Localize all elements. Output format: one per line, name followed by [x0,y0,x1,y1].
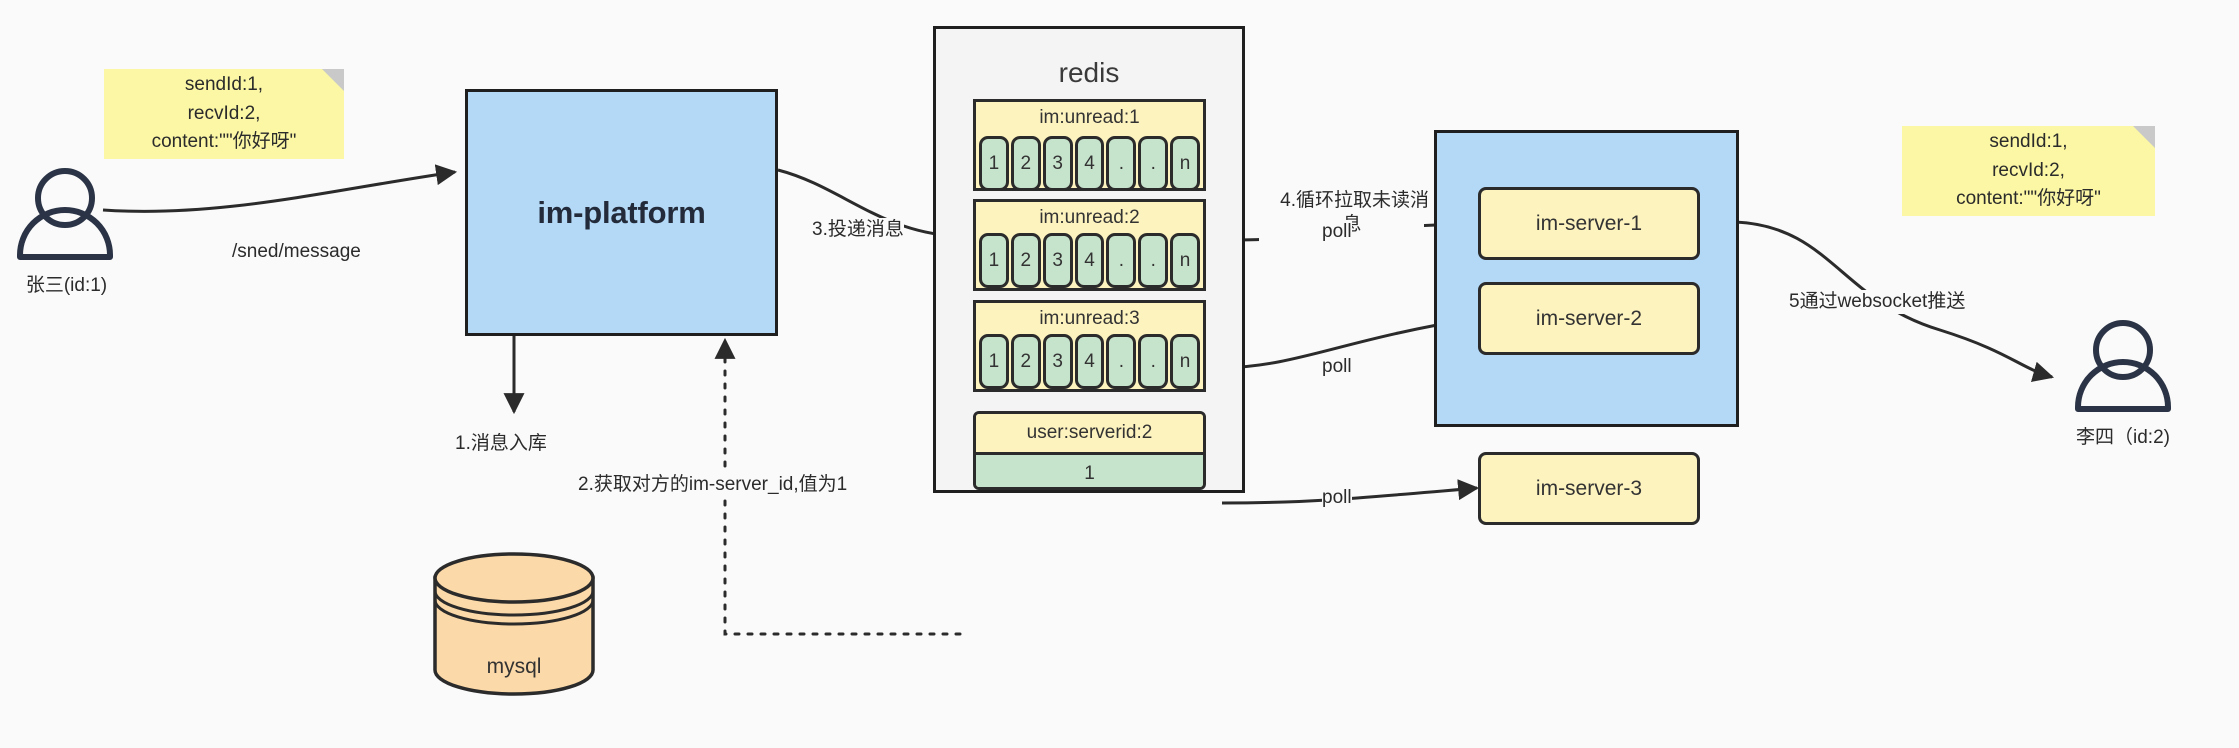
redis-key-label: im:unread:3 [1039,308,1140,329]
im-server-node-2[interactable]: im-server-2 [1478,282,1700,355]
note-left-line3: content:""你好呀" [151,131,297,153]
redis-key-label: im:unread:2 [1039,207,1140,228]
note-fold-corner-icon [322,69,344,91]
redis-cell-row: 1 2 3 4 . . n [979,136,1201,191]
receiver-label: 李四（id:2) [2076,427,2170,448]
edge-label-step5: 5通过websocket推送 [1789,290,1966,314]
redis-cell: 3 [1042,233,1073,288]
edge-poll-2 [1221,310,1480,370]
redis-cell: . [1138,334,1169,389]
redis-key-block-1[interactable]: im:unread:2 1 2 3 4 . . n [973,199,1206,291]
edge-label-step3: 3.投递消息 [812,218,904,242]
redis-key-block-2[interactable]: im:unread:3 1 2 3 4 . . n [973,300,1206,392]
note-left-line2: recvId:2, [187,102,261,124]
im-server-node-3[interactable]: im-server-3 [1478,452,1700,525]
edge-label-step2: 2.获取对方的im-server_id,值为1 [578,473,848,497]
redis-kv-value: 1 [976,452,1203,487]
edge-label-step4-line1: 4.循环拉取未读消 [1280,189,1429,211]
redis-title: redis [1058,57,1120,88]
edge-label-step1: 1.消息入库 [455,432,547,456]
edge-send-message [102,164,458,213]
redis-cell: 1 [979,334,1009,389]
redis-cell: . [1138,233,1169,288]
im-platform-node[interactable]: im-platform [465,89,778,336]
redis-cell: 2 [1010,233,1041,288]
note-right-line2: recvId:2, [1992,159,2065,181]
note-fold-corner-icon [2133,126,2155,148]
edge-fetch-serverid [714,337,962,636]
redis-cell: 2 [1010,136,1041,191]
redis-cell: 1 [979,233,1009,288]
redis-kv-key: user:serverid:2 [976,414,1203,452]
redis-cell: 4 [1074,233,1105,288]
redis-cell: n [1170,136,1201,191]
edge-label-send-message: /sned/message [232,240,361,264]
user-icon [17,168,113,260]
redis-cell: . [1106,233,1137,288]
redis-key-block-0[interactable]: im:unread:1 1 2 3 4 . . n [973,99,1206,191]
redis-cell: . [1106,334,1137,389]
edge-deliver-message [777,168,958,246]
redis-cell: n [1170,334,1201,389]
redis-cell: . [1106,136,1137,191]
redis-cell: 3 [1042,136,1073,191]
redis-kv-block-userserverid[interactable]: user:serverid:2 1 [973,411,1206,490]
redis-cell-row: 1 2 3 4 . . n [979,233,1201,288]
im-server-cluster-container [1434,130,1739,427]
edge-label-poll-2: poll [1322,355,1352,379]
redis-cell: . [1138,136,1169,191]
sticky-note-left: sendId:1, recvId:2, content:""你好呀" [104,69,344,159]
redis-cell: 4 [1074,136,1105,191]
redis-cell: 4 [1074,334,1105,389]
edge-websocket-push [1734,220,2055,382]
note-right-line3: content:""你好呀" [1956,188,2101,210]
redis-cell: 2 [1010,334,1041,389]
mysql-label: mysql [486,655,542,678]
edge-label-poll-1: poll [1322,220,1352,244]
sender-label: 张三(id:1) [25,275,108,296]
redis-cell: 3 [1042,334,1073,389]
note-right-line1: sendId:1, [1989,131,2068,153]
sticky-note-right: sendId:1, recvId:2, content:""你好呀" [1902,126,2155,216]
user-icon [2075,320,2171,412]
redis-cell-row: 1 2 3 4 . . n [979,334,1201,389]
redis-cell: 1 [979,136,1009,191]
note-left-line1: sendId:1, [184,74,264,96]
redis-key-label: im:unread:1 [1039,107,1140,128]
edge-label-poll-3: poll [1322,486,1352,510]
im-server-node-1[interactable]: im-server-1 [1478,187,1700,260]
redis-cell: n [1170,233,1201,288]
edge-label-step4: 4.循环拉取未读消 息 [1259,165,1429,260]
